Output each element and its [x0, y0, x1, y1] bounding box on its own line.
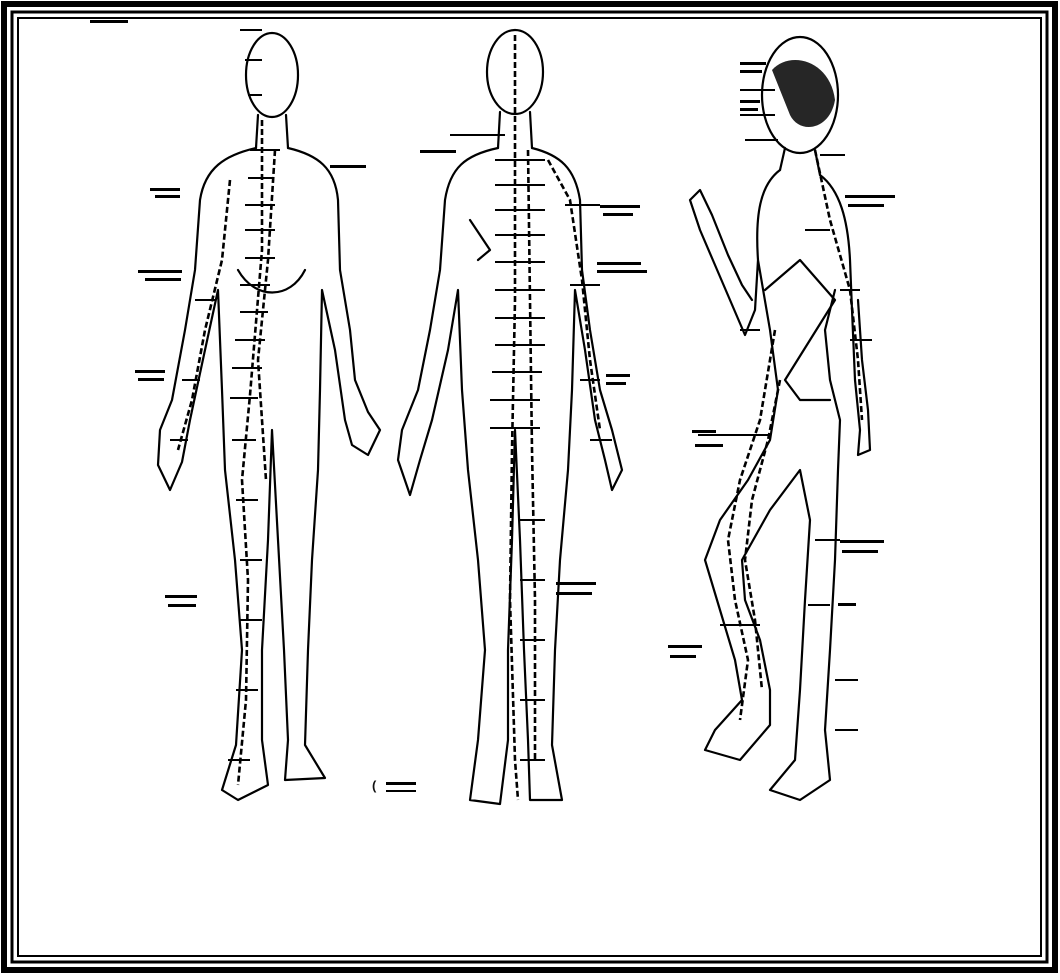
- front-label-marks: [90, 20, 366, 607]
- front-head: [246, 33, 298, 117]
- front-point-ticks: [170, 30, 280, 760]
- side-leg-meridian-2: [745, 380, 780, 690]
- front-meridian-1: [238, 120, 262, 785]
- caption-underline: [386, 790, 416, 792]
- back-governing-meridian: [510, 35, 518, 800]
- side-head-meridian-cluster: [772, 60, 835, 127]
- back-scapula: [470, 220, 490, 260]
- frame-border: [4, 4, 1055, 970]
- side-figure: [668, 37, 895, 800]
- back-bladder-meridian: [528, 150, 535, 760]
- side-point-ticks: [698, 90, 872, 730]
- figure-caption: (: [372, 778, 377, 793]
- back-figure: [398, 30, 647, 804]
- caption-mark: [386, 782, 416, 785]
- front-chest-line: [238, 270, 305, 293]
- back-body-outline: [398, 148, 622, 804]
- front-figure: [90, 20, 380, 800]
